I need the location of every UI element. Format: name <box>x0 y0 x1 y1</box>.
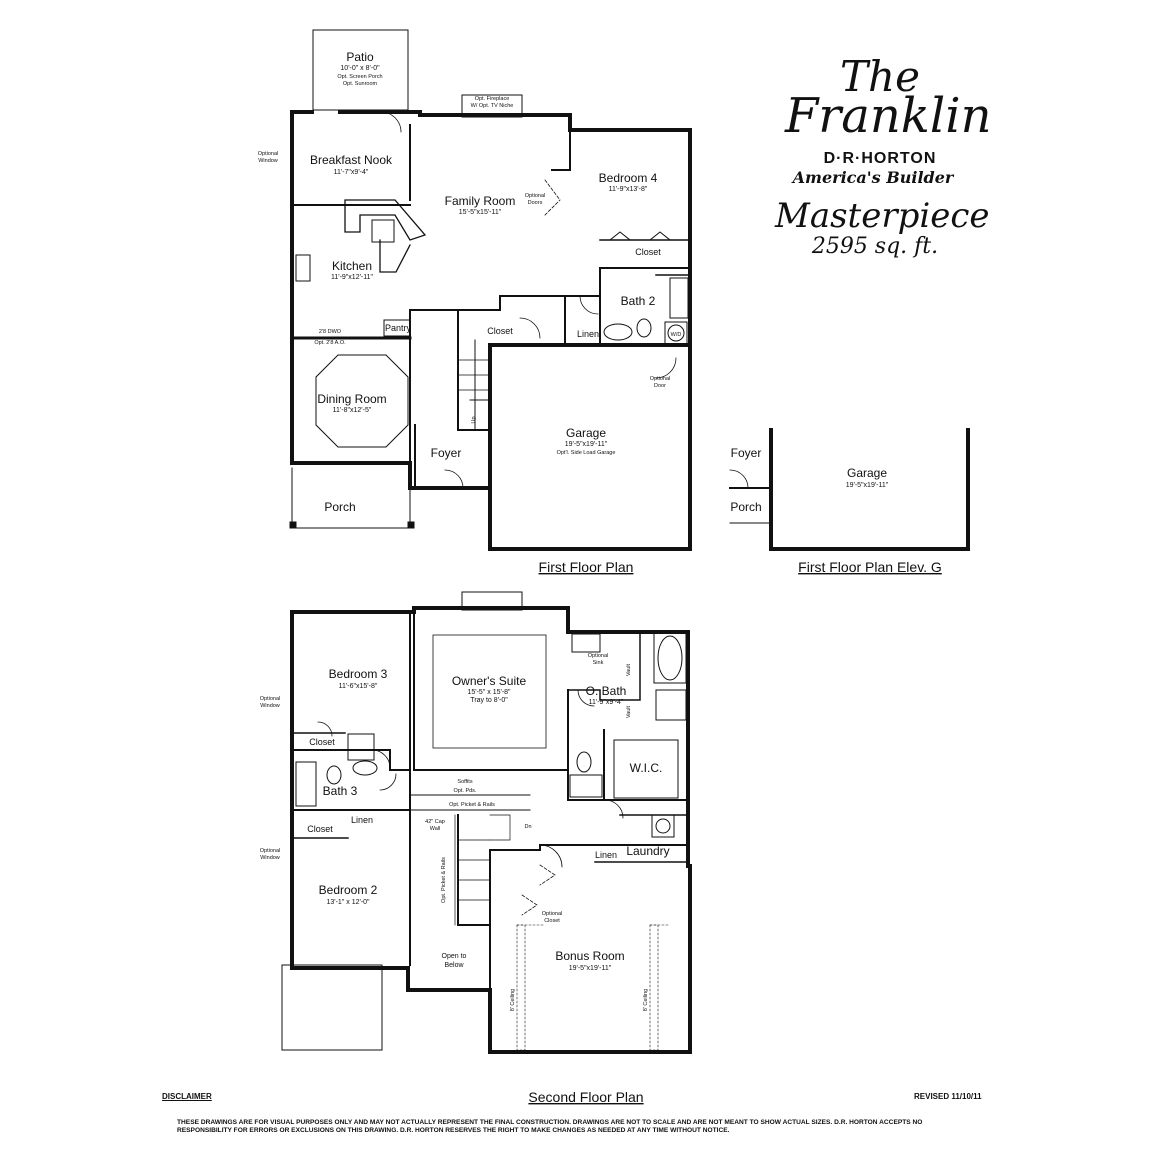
open-to-below-2: Below <box>444 962 464 969</box>
bedroom3-label: Bedroom 3 <box>329 667 388 681</box>
breakfast-nook-label: Breakfast Nook <box>310 153 393 167</box>
sf-optional-window-1b: Window <box>260 703 280 709</box>
wic-label: W.I.C. <box>630 761 663 775</box>
ff-optional-door-1: Optional <box>650 376 671 382</box>
revised-date: REVISED 11/10/11 <box>914 1092 982 1101</box>
bedroom3-dim: 11'-6"x15'-8" <box>339 683 378 690</box>
second-floor-walls <box>281 591 692 1054</box>
patio-opt1: Opt. Screen Porch <box>337 74 382 80</box>
dwo-note-1: 2'8 DWO <box>319 329 342 335</box>
first-floor-caption: First Floor Plan <box>539 559 634 575</box>
kitchen-dim: 11'-9"x12'-11" <box>331 274 374 281</box>
wd-label: W/D <box>671 332 682 338</box>
fireplace-note-2: W/ Opt. TV Niche <box>471 103 514 109</box>
stairs-dn-label: Dn <box>524 824 531 830</box>
garage-dim: 19'-5"x19'-11" <box>565 441 608 448</box>
elevation-g-walls <box>729 428 970 551</box>
title-the: The <box>840 52 920 101</box>
breakfast-nook-dim: 11'-7"x9'-4" <box>334 169 369 176</box>
cap-wall-1: 42" Cap <box>425 819 445 825</box>
first-floor-walls <box>289 29 692 551</box>
fireplace-note-1: Opt. Fireplace <box>475 96 510 102</box>
bedroom4-dim: 11'-9"x13'-8" <box>609 186 648 193</box>
garage-opt: Opt'l. Side Load Garage <box>557 450 616 456</box>
ff-optional-window-1: Optional <box>258 151 279 157</box>
disclaimer-label: DISCLAIMER <box>162 1092 212 1101</box>
picket-rails-vertical-label: Opt. Picket & Rails <box>441 857 447 903</box>
patio-opt2: Opt. Sunroom <box>343 81 378 87</box>
bath3-label: Bath 3 <box>323 784 358 798</box>
bedroom4-label: Bedroom 4 <box>599 171 658 185</box>
series-name: Masterpiece <box>775 196 990 236</box>
ff-optional-door-2: Door <box>654 383 666 389</box>
garage-label: Garage <box>566 426 606 440</box>
bedroom4-closet-label: Closet <box>635 247 661 257</box>
title-franklin: Franklin <box>785 88 992 144</box>
o-bath-label: O. Bath <box>586 684 627 698</box>
kitchen-label: Kitchen <box>332 259 372 273</box>
owners-suite-note: Tray to 8'-0" <box>470 697 508 704</box>
sf-linen-label: Linen <box>351 815 373 825</box>
second-floor-caption: Second Floor Plan <box>528 1089 643 1105</box>
elev-g-caption: First Floor Plan Elev. G <box>798 559 942 575</box>
bonus-room-label: Bonus Room <box>555 949 624 963</box>
sf-optional-window-2a: Optional <box>260 848 281 854</box>
optional-sink-1: Optional <box>588 653 609 659</box>
optional-sink-2: Sink <box>593 660 604 666</box>
patio-dim: 10'-0" x 8'-0" <box>340 65 380 72</box>
bedroom2-closet-label: Closet <box>307 824 333 834</box>
bonus-room-dim: 19'-5"x19'-11" <box>569 965 612 972</box>
ceiling-note-right: 8' Ceiling <box>643 989 649 1011</box>
bedroom2-label: Bedroom 2 <box>319 883 378 897</box>
sf-optional-window-1a: Optional <box>260 696 281 702</box>
brand-tagline: America's Builder <box>792 168 954 187</box>
soffit-note-2: Opt. Pds. <box>454 788 477 794</box>
optional-doors-1: Optional <box>525 193 546 199</box>
brand-logo: D·R·HORTON <box>823 150 937 167</box>
open-to-below-1: Open to <box>442 953 467 960</box>
ff-optional-window-2: Window <box>258 158 278 164</box>
cap-wall-2: Wall <box>430 826 441 832</box>
optional-closet-2: Closet <box>544 918 560 924</box>
elev-g-foyer-label: Foyer <box>731 446 762 460</box>
square-footage: 2595 sq. ft. <box>811 234 939 259</box>
elev-g-porch-label: Porch <box>730 500 761 514</box>
owners-suite-dim: 15'-5" x 15'-8" <box>467 689 511 696</box>
ff-stairs-up-label: Up <box>471 416 477 423</box>
optional-closet-1: Optional <box>542 911 563 917</box>
bedroom3-closet-label: Closet <box>309 737 335 747</box>
disclaimer-text: THESE DRAWINGS ARE FOR VISUAL PURPOSES O… <box>177 1119 923 1134</box>
vault-label-2: Vault <box>626 705 632 718</box>
owners-suite-label: Owner's Suite <box>452 674 527 688</box>
soffit-note-1: Soffits <box>457 779 472 785</box>
sf-linen2-label: Linen <box>595 850 617 860</box>
dining-room-label: Dining Room <box>317 392 386 406</box>
vault-label-1: Vault <box>626 663 632 676</box>
dining-room-dim: 11'-8"x12'-5" <box>333 407 372 414</box>
ceiling-note-left: 8' Ceiling <box>510 989 516 1011</box>
laundry-label: Laundry <box>626 844 669 858</box>
dwo-note-2: Opt. 2'8 A.O. <box>314 340 346 346</box>
family-room-label: Family Room <box>445 194 516 208</box>
foyer-label: Foyer <box>431 446 462 460</box>
porch-label: Porch <box>324 500 355 514</box>
pantry-label: Pantry <box>385 323 412 333</box>
elev-g-garage-label: Garage <box>847 466 887 480</box>
elev-g-garage-dim: 19'-5"x19'-11" <box>846 482 889 489</box>
optional-doors-2: Doors <box>528 200 543 206</box>
o-bath-dim: 11'-9"x9'-4" <box>589 699 624 706</box>
family-room-dim: 15'-5"x15'-11" <box>459 209 502 216</box>
bedroom2-dim: 13'-1" x 12'-0" <box>326 899 370 906</box>
sf-optional-window-2b: Window <box>260 855 280 861</box>
ff-linen-label: Linen <box>577 329 599 339</box>
bath2-label: Bath 2 <box>621 294 656 308</box>
picket-rails-label: Opt. Picket & Rails <box>449 802 495 808</box>
patio-label: Patio <box>346 50 374 64</box>
ff-closet-label: Closet <box>487 326 513 336</box>
